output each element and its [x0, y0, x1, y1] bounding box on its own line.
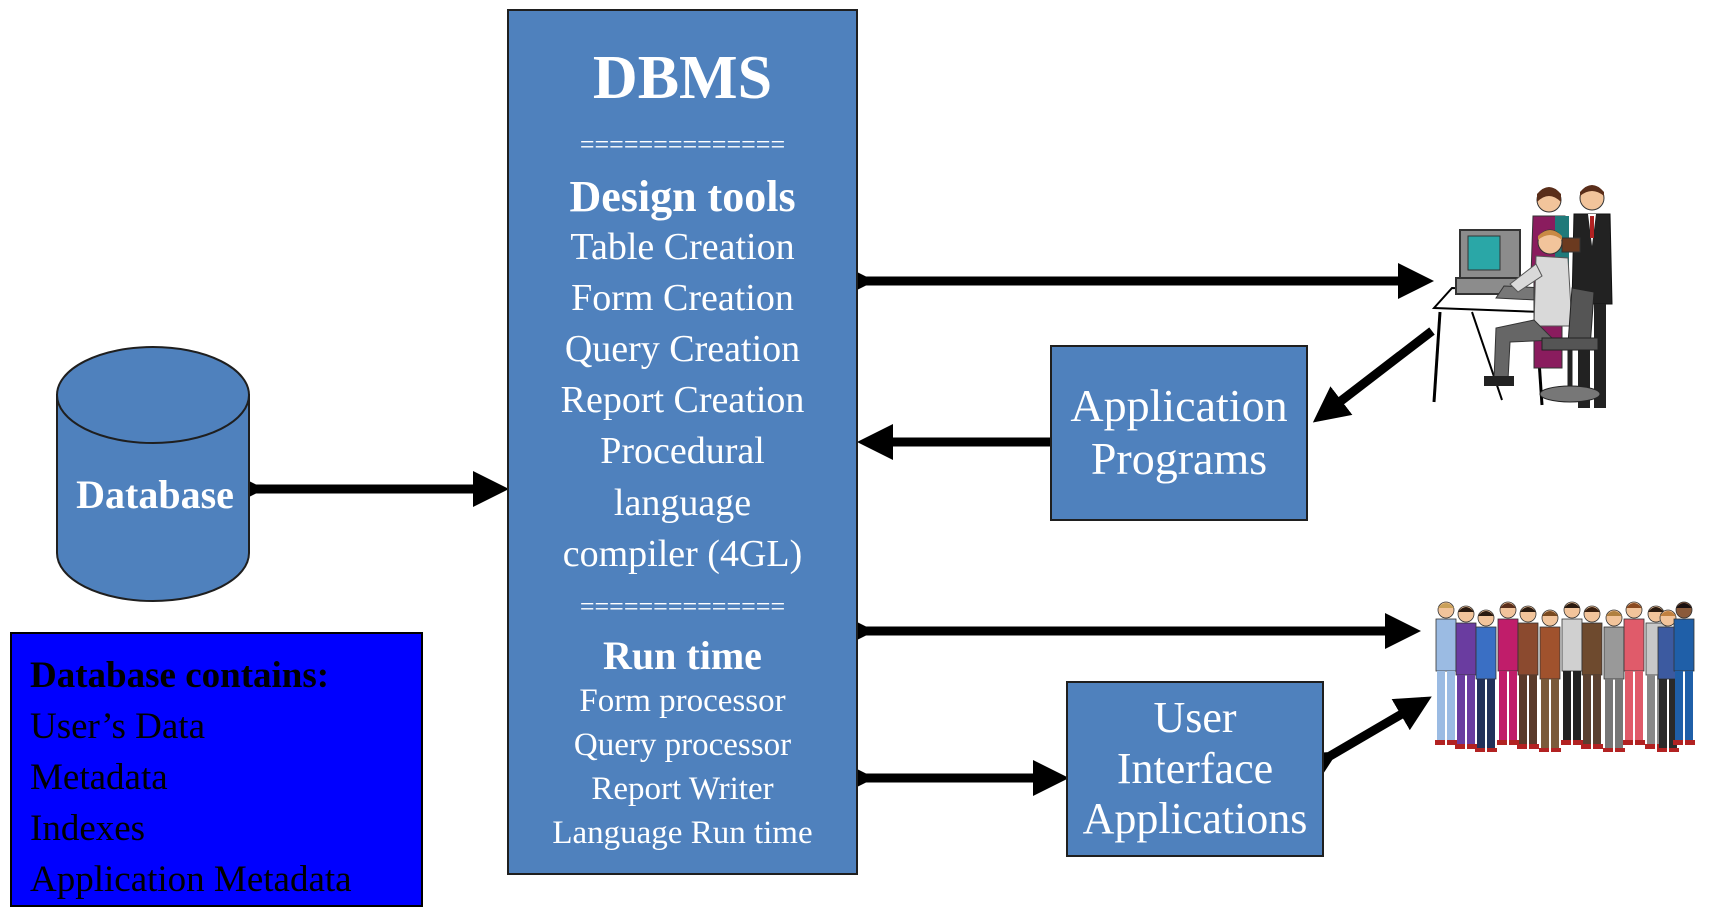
design-tools-title: Design tools	[569, 172, 796, 221]
developers-at-computer-icon	[1432, 185, 1613, 408]
run-time-title: Run time	[603, 633, 762, 678]
database-contains-box: Database contains: User’s Data Metadata …	[10, 632, 423, 907]
contains-header: Database contains:	[30, 655, 330, 696]
user-interface-applications-box: User Interface Applications	[1066, 681, 1324, 857]
contains-item: Metadata	[30, 757, 168, 798]
person-figure	[1517, 605, 1539, 749]
design-item: compiler (4GL)	[562, 533, 803, 575]
application-programs-line1: Application	[1070, 380, 1288, 432]
database-label: Database	[76, 472, 234, 517]
database-cylinder-icon	[56, 346, 250, 602]
person-figure	[1455, 605, 1477, 749]
person-figure	[1603, 609, 1625, 752]
design-item: Query Creation	[564, 328, 801, 370]
ui-apps-line1: User	[1153, 693, 1237, 743]
contains-item: Application Metadata	[30, 859, 352, 900]
separator-mid: ==============	[579, 594, 786, 620]
arrow-uiapps-users	[1297, 696, 1432, 786]
person-figure	[1623, 601, 1645, 745]
application-programs-box: Application Programs	[1050, 345, 1308, 521]
contains-item: Indexes	[30, 808, 146, 849]
ui-apps-line2: Interface	[1116, 743, 1274, 793]
dbms-title: DBMS	[592, 44, 773, 112]
person-figure	[1475, 609, 1497, 752]
runtime-item: Report Writer	[591, 771, 774, 807]
person-figure	[1497, 601, 1519, 745]
runtime-item: Language Run time	[552, 815, 813, 851]
person-figure	[1657, 609, 1679, 752]
person-figure	[1435, 601, 1457, 745]
person-figure	[1561, 601, 1583, 745]
ui-apps-line3: Applications	[1082, 794, 1308, 844]
separator-top: ==============	[579, 132, 786, 158]
runtime-item: Form processor	[579, 683, 786, 719]
runtime-item: Query processor	[573, 727, 792, 763]
arrow-developers-appprograms	[1312, 327, 1435, 423]
contains-item: User’s Data	[30, 706, 206, 747]
person-figure	[1581, 605, 1603, 749]
application-programs-line2: Programs	[1090, 433, 1268, 484]
person-figure	[1673, 601, 1695, 745]
design-item: Procedural	[600, 430, 765, 472]
design-item: Form Creation	[571, 277, 794, 319]
end-users-group-icon	[1435, 601, 1695, 752]
design-item: Report Creation	[560, 379, 805, 421]
dbms-box: DBMS ============== Design tools Table C…	[507, 9, 858, 875]
design-item: language	[613, 482, 752, 524]
design-item: Table Creation	[570, 226, 795, 268]
person-figure	[1539, 609, 1561, 752]
